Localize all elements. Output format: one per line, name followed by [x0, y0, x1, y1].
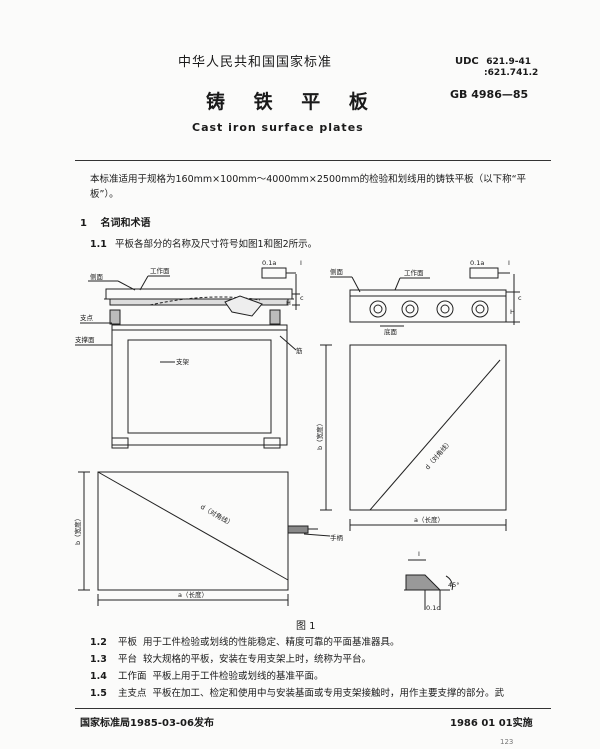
plan-view-left: [97, 471, 289, 591]
document-title-chinese: 铸 铁 平 板: [206, 91, 379, 113]
bracket-frame: [111, 324, 288, 446]
section-number: 1: [80, 218, 87, 229]
figure-caption: 图 1: [296, 621, 316, 632]
intro-paragraph: 本标准适用于规格为160mm×100mm～4000mm×2500mm的检验和划线…: [90, 174, 526, 200]
clause-text: 平板各部分的名称及尺寸符号如图1和图2所示。: [115, 239, 318, 250]
clause-term: 平台: [118, 654, 138, 665]
label-length-left: a（长度）: [178, 590, 208, 599]
clause-term: 工作面: [118, 671, 147, 682]
label-side-face-left: 侧面: [90, 272, 104, 281]
gb-standard-number: GB 4986—85: [450, 88, 529, 101]
label-tolerance-right: 0.1a: [470, 259, 484, 267]
section-title: 名词和术语: [100, 218, 151, 229]
label-work-face-left: 工作面: [150, 266, 170, 275]
clause-number: 1.4: [90, 671, 107, 682]
label-bottom-face: 底面: [384, 327, 398, 336]
udc-label: UDC: [455, 56, 479, 67]
page-mark: 123: [500, 738, 514, 746]
label-h-left: H: [286, 299, 291, 307]
bracket-inner: [127, 339, 272, 434]
clause-1-3: 1.3 平台较大规格的平板，安装在专用支架上时，统称为平台。: [90, 651, 371, 665]
clause-1-1: 1.1 平板各部分的名称及尺寸符号如图1和图2所示。: [90, 236, 317, 250]
label-diagonal-right: d（对角线）: [423, 438, 454, 472]
label-detail-dim: 0.1c: [426, 604, 440, 612]
label-support-face: 支撑面: [75, 335, 95, 344]
clause-number: 1.2: [90, 637, 107, 648]
hole-3: [436, 300, 454, 318]
diagonal-left: [97, 471, 289, 581]
issue-date: 国家标准局1985-03-06发布: [80, 718, 214, 729]
label-length-right: a（长度）: [414, 515, 444, 524]
plan-view-right: [349, 344, 507, 511]
clause-1-5: 1.5 主支点平板在加工、检定和使用中与安装基面或专用支架接触时，用作主要支撑的部…: [90, 685, 504, 699]
plate-top-left: [105, 288, 293, 300]
detail-profile: [405, 574, 441, 591]
label-c-right: c: [518, 294, 522, 302]
plate-side-right: [349, 295, 507, 323]
clause-1-2: 1.2 平板用于工件检验或划线的性能稳定、精度可靠的平面基准器具。: [90, 634, 400, 648]
national-standard-heading: 中华人民共和国国家标准: [178, 55, 333, 70]
hole-2: [401, 300, 419, 318]
label-rib: 筋: [296, 346, 303, 355]
header-rule: [75, 160, 551, 161]
label-tolerance-left: 0.1a: [262, 259, 276, 267]
label-support-point: 支点: [80, 313, 94, 322]
label-handle: 手柄: [330, 533, 344, 542]
plate-top-right: [349, 289, 507, 297]
clause-term: 主支点: [118, 688, 147, 699]
clause-number: 1.3: [90, 654, 107, 665]
hole-1: [369, 300, 387, 318]
label-width-right: b（宽度）: [315, 420, 324, 450]
label-width-left: b（宽度）: [73, 515, 82, 545]
label-roman-left: I: [300, 259, 302, 267]
clause-text: 平板上用于工件检验或划线的基准平面。: [152, 671, 324, 682]
footer-rule: [75, 708, 551, 709]
handle-shape: [287, 525, 309, 534]
label-c-left: c: [300, 294, 304, 302]
section-heading: 1 名词和术语: [80, 214, 150, 229]
clause-1-4: 1.4 工作面平板上用于工件检验或划线的基准平面。: [90, 668, 324, 682]
clause-text: 较大规格的平板，安装在专用支架上时，统称为平台。: [143, 654, 372, 665]
label-side-face-right: 侧面: [330, 267, 344, 276]
label-h-right: H: [510, 308, 515, 316]
udc-classification: UDC 621.9-41: [455, 56, 531, 67]
label-roman-right: I: [508, 259, 510, 267]
clause-term: 平板: [118, 637, 138, 648]
clause-number: 1.1: [90, 239, 107, 250]
clause-text: 用于工件检验或划线的性能稳定、精度可靠的平面基准器具。: [143, 637, 400, 648]
label-detail-angle: 45°: [448, 581, 460, 589]
support-point-right: [269, 309, 281, 325]
udc-code-2: :621.741.2: [484, 68, 539, 78]
effective-date: 1986 01 01实施: [450, 718, 533, 729]
label-diagonal-left: d（对角线）: [199, 502, 235, 528]
label-detail-roman: I: [418, 550, 420, 558]
clause-text: 平板在加工、检定和使用中与安装基面或专用支架接触时，用作主要支撑的部分。武: [152, 688, 505, 699]
support-point-left: [109, 309, 121, 325]
label-bracket: 支架: [176, 357, 190, 366]
label-work-face-right: 工作面: [404, 268, 424, 277]
clause-number: 1.5: [90, 688, 107, 699]
hole-4: [471, 300, 489, 318]
document-title-english: Cast iron surface plates: [192, 121, 364, 134]
plate-body-left: [109, 298, 289, 306]
diagonal-right: [369, 359, 501, 511]
udc-code-1: 621.9-41: [486, 57, 531, 67]
